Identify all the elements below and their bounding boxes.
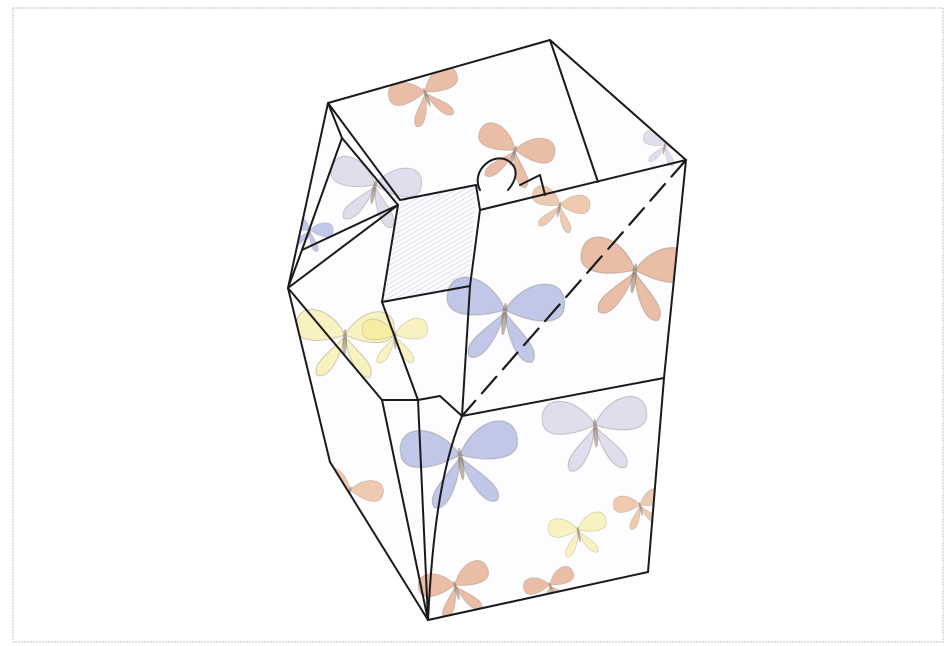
figure-frame <box>0 0 952 646</box>
origami-box-drawing <box>0 0 952 646</box>
